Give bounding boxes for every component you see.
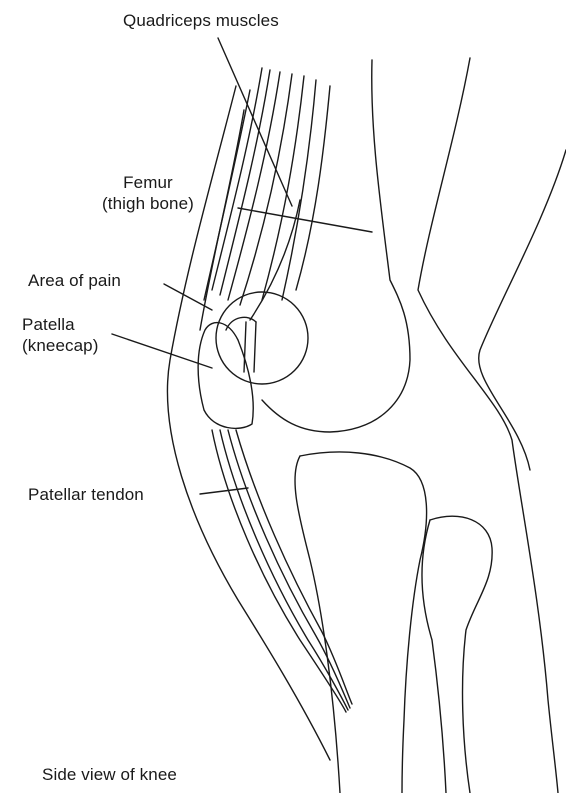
quadriceps-label: Quadriceps muscles [123, 10, 279, 31]
femur-leader [238, 208, 372, 232]
area-of-pain-circle [216, 292, 308, 384]
femur-label-line1: Femur [102, 172, 194, 193]
patellar-tendon-fibers [212, 430, 352, 712]
leg-back-outline [418, 58, 558, 793]
femur-bone [262, 60, 410, 432]
quadriceps-fibers [200, 68, 330, 330]
tibia-bone [300, 452, 427, 793]
calf-back-outline [479, 150, 566, 470]
caption: Side view of knee [42, 764, 177, 785]
patella-label: Patella (kneecap) [22, 314, 99, 356]
patella-label-line2: (kneecap) [22, 335, 99, 356]
femur-label-line2: (thigh bone) [102, 193, 194, 214]
femur-label: Femur (thigh bone) [102, 172, 194, 214]
patellar-tendon-label: Patellar tendon [28, 484, 144, 505]
quadriceps-leader [218, 38, 292, 206]
patellar-tendon-leader [200, 488, 248, 494]
patella-leader [112, 334, 212, 368]
patella-label-line1: Patella [22, 314, 99, 335]
area-of-pain-label: Area of pain [28, 270, 121, 291]
fibula-bone [430, 516, 492, 793]
